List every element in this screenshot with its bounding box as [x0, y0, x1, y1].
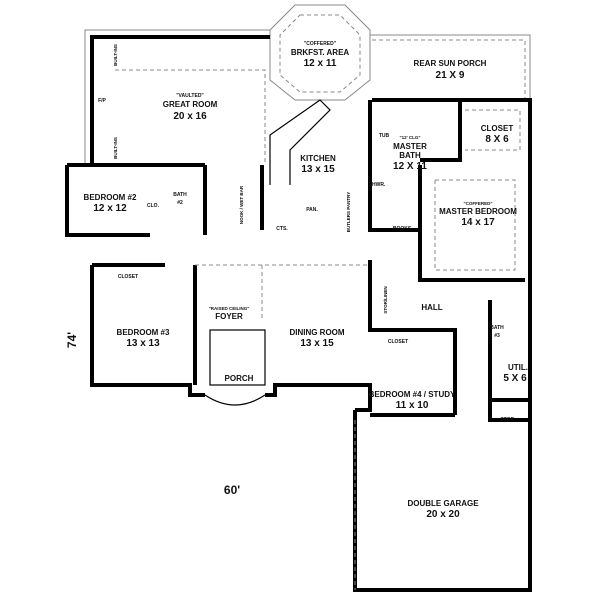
room-bedroom-3: CLOSET BEDROOM #3 13 x 13: [117, 274, 170, 349]
svg-text:#2: #2: [177, 200, 183, 206]
svg-text:20 x 16: 20 x 16: [173, 111, 207, 122]
svg-text:12 X 11: 12 X 11: [393, 161, 427, 172]
svg-text:BUTLERS PANTRY: BUTLERS PANTRY: [346, 192, 351, 233]
room-garage: DOUBLE GARAGE 20 x 20: [407, 499, 479, 520]
svg-text:"COFFERED": "COFFERED": [304, 41, 337, 47]
walls: [65, 35, 532, 592]
svg-text:TUB: TUB: [379, 133, 390, 139]
svg-text:13 x 15: 13 x 15: [301, 164, 335, 175]
svg-text:"12' CLG": "12' CLG": [399, 135, 420, 140]
svg-text:CLO.: CLO.: [147, 203, 160, 209]
svg-text:BUILT-INS: BUILT-INS: [113, 44, 118, 66]
svg-text:STOR.: STOR.: [500, 417, 516, 423]
svg-text:CTS.: CTS.: [276, 226, 288, 232]
svg-text:SHWR.: SHWR.: [369, 182, 386, 188]
svg-text:DINING ROOM: DINING ROOM: [289, 328, 344, 337]
svg-text:UTIL.: UTIL.: [508, 363, 528, 372]
depth-dimension: 74': [65, 332, 79, 348]
svg-text:CLOSET: CLOSET: [481, 124, 514, 133]
svg-text:CLOSET: CLOSET: [388, 339, 408, 345]
svg-text:"VAULTED": "VAULTED": [176, 93, 204, 99]
room-master-closet: CLOSET 8 X 6: [481, 124, 514, 145]
svg-text:CLOSET: CLOSET: [118, 274, 138, 280]
great-room-fixtures: F/P BUILT-INS BUILT-INS NOOK / WET BAR P…: [98, 44, 412, 232]
svg-text:FOYER: FOYER: [215, 312, 243, 321]
svg-text:14 x 17: 14 x 17: [461, 217, 495, 228]
svg-text:BEDROOM #4 / STUDY: BEDROOM #4 / STUDY: [369, 390, 456, 399]
svg-text:BATH: BATH: [173, 192, 187, 198]
svg-text:"COFFERED": "COFFERED": [463, 201, 492, 206]
svg-text:11 x 10: 11 x 10: [396, 400, 429, 411]
exterior-outline: [84, 4, 531, 165]
svg-text:DOUBLE GARAGE: DOUBLE GARAGE: [407, 499, 479, 508]
svg-text:STOR/LINEN: STOR/LINEN: [383, 286, 388, 313]
hall-area: STOR/LINEN HALL CLOSET BATH #3 UTIL. 5 X…: [383, 286, 528, 423]
svg-text:F/P: F/P: [98, 98, 106, 104]
svg-text:12 x 11: 12 x 11: [304, 58, 337, 69]
room-dining: DINING ROOM 13 x 15: [289, 328, 344, 349]
room-kitchen: KITCHEN 13 x 15: [300, 154, 336, 175]
room-foyer: "RAISED CEILING" FOYER PORCH: [209, 306, 254, 383]
svg-text:"RAISED CEILING": "RAISED CEILING": [209, 306, 250, 311]
svg-text:13 x 13: 13 x 13: [126, 338, 160, 349]
room-master-bedroom: "COFFERED" MASTER BEDROOM 14 x 17: [439, 201, 517, 228]
width-dimension: 60': [224, 483, 240, 497]
interior-lines: [115, 69, 521, 590]
room-breakfast: "COFFERED" BRKFST. AREA 12 x 11: [291, 41, 350, 69]
svg-text:BUILT-INS: BUILT-INS: [113, 137, 118, 159]
svg-text:BEDROOM #2: BEDROOM #2: [84, 193, 137, 202]
svg-text:BATH: BATH: [399, 151, 421, 160]
svg-text:HALL: HALL: [421, 303, 442, 312]
room-bedroom-4: BEDROOM #4 / STUDY 11 x 10: [369, 390, 456, 411]
svg-text:20 x 20: 20 x 20: [426, 509, 460, 520]
room-master-bath: "12' CLG" MASTER BATH 12 X 11 TUB SHWR.: [369, 133, 428, 188]
room-sun-porch: REAR SUN PORCH 21 X 9: [414, 59, 487, 81]
room-bedroom-2: BEDROOM #2 12 x 12 CLO. BATH #2: [84, 192, 188, 214]
svg-text:PAN.: PAN.: [306, 207, 318, 213]
svg-text:NOOK / WET BAR: NOOK / WET BAR: [239, 185, 244, 224]
svg-text:5 X 6: 5 X 6: [503, 373, 527, 384]
svg-text:MASTER: MASTER: [393, 142, 427, 151]
svg-text:BEDROOM #3: BEDROOM #3: [117, 328, 170, 337]
svg-text:MASTER BEDROOM: MASTER BEDROOM: [439, 207, 517, 216]
svg-text:13 x 15: 13 x 15: [300, 338, 334, 349]
svg-text:BRKFST. AREA: BRKFST. AREA: [291, 48, 350, 57]
svg-text:BOOKS: BOOKS: [393, 226, 412, 232]
svg-text:KITCHEN: KITCHEN: [300, 154, 336, 163]
room-great-room: "VAULTED" GREAT ROOM 20 x 16: [163, 93, 218, 122]
svg-text:REAR SUN PORCH: REAR SUN PORCH: [414, 59, 487, 68]
svg-text:12 x 12: 12 x 12: [93, 203, 127, 214]
svg-text:21 X 9: 21 X 9: [436, 70, 465, 81]
svg-text:BATH: BATH: [490, 325, 504, 331]
svg-text:8 X 6: 8 X 6: [485, 134, 509, 145]
svg-text:#3: #3: [494, 333, 500, 339]
svg-text:GREAT ROOM: GREAT ROOM: [163, 100, 218, 109]
svg-text:PORCH: PORCH: [225, 374, 254, 383]
